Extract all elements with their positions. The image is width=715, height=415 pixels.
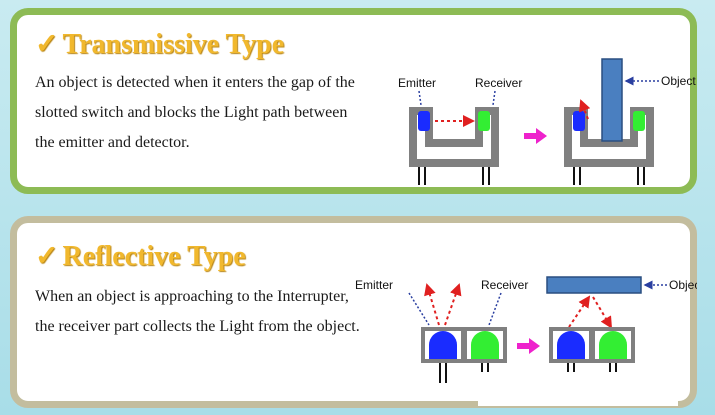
transmissive-title: ✓Transmissive Type: [35, 27, 284, 61]
emitter-led: [573, 111, 585, 131]
reflective-diagram: Emitter Receiver Object: [355, 276, 697, 383]
emitted-light: [444, 283, 462, 326]
receiver-label: Receiver: [475, 76, 522, 90]
receiver-led: [478, 111, 490, 131]
emitter-led: [557, 331, 585, 359]
white-overlay: [478, 372, 678, 406]
reflective-title: ✓Reflective Type: [35, 239, 246, 273]
transmissive-title-text: Transmissive Type: [62, 29, 285, 60]
emitter-led: [418, 111, 430, 131]
magenta-arrow-icon: [524, 128, 547, 144]
slotted-switch-clear: Emitter Receiver: [398, 76, 522, 185]
receiver-pointer: [488, 292, 502, 326]
emitter-pointer: [418, 90, 422, 106]
emitted-light: [568, 295, 591, 328]
reflective-sensor-open: Emitter Receiver: [355, 278, 528, 383]
receiver-label: Receiver: [481, 278, 528, 292]
reflective-sensor-detecting: Object: [546, 276, 697, 383]
transmissive-type-panel: ✓Transmissive Type An object is detected…: [10, 8, 697, 194]
reflected-light: [592, 296, 613, 329]
transmissive-diagram: Emitter Receiver Object: [398, 58, 696, 185]
emitter-led: [429, 331, 457, 359]
slotted-housing: [409, 107, 499, 167]
receiver-led: [633, 111, 645, 131]
emitter-pointer: [408, 292, 430, 326]
receiver-pointer: [492, 90, 496, 106]
checkmark-icon: ✓: [35, 29, 59, 60]
slotted-switch-blocked: Object: [564, 58, 696, 185]
emitted-light: [424, 283, 440, 326]
object-label: Object: [669, 278, 697, 292]
object-block: [601, 58, 623, 142]
checkmark-icon: ✓: [35, 241, 59, 272]
reflective-description: When an object is approaching to the Int…: [35, 288, 360, 335]
receiver-led: [599, 331, 627, 359]
emitter-label: Emitter: [355, 278, 393, 292]
object-label: Object: [661, 74, 696, 88]
magenta-arrow-icon: [517, 338, 540, 354]
object-block: [546, 276, 642, 294]
emitter-label: Emitter: [398, 76, 436, 90]
transmissive-description: An object is detected when it enters the…: [35, 74, 355, 151]
slotted-housing: [564, 107, 654, 167]
reflective-title-text: Reflective Type: [62, 241, 246, 272]
receiver-led: [471, 331, 499, 359]
